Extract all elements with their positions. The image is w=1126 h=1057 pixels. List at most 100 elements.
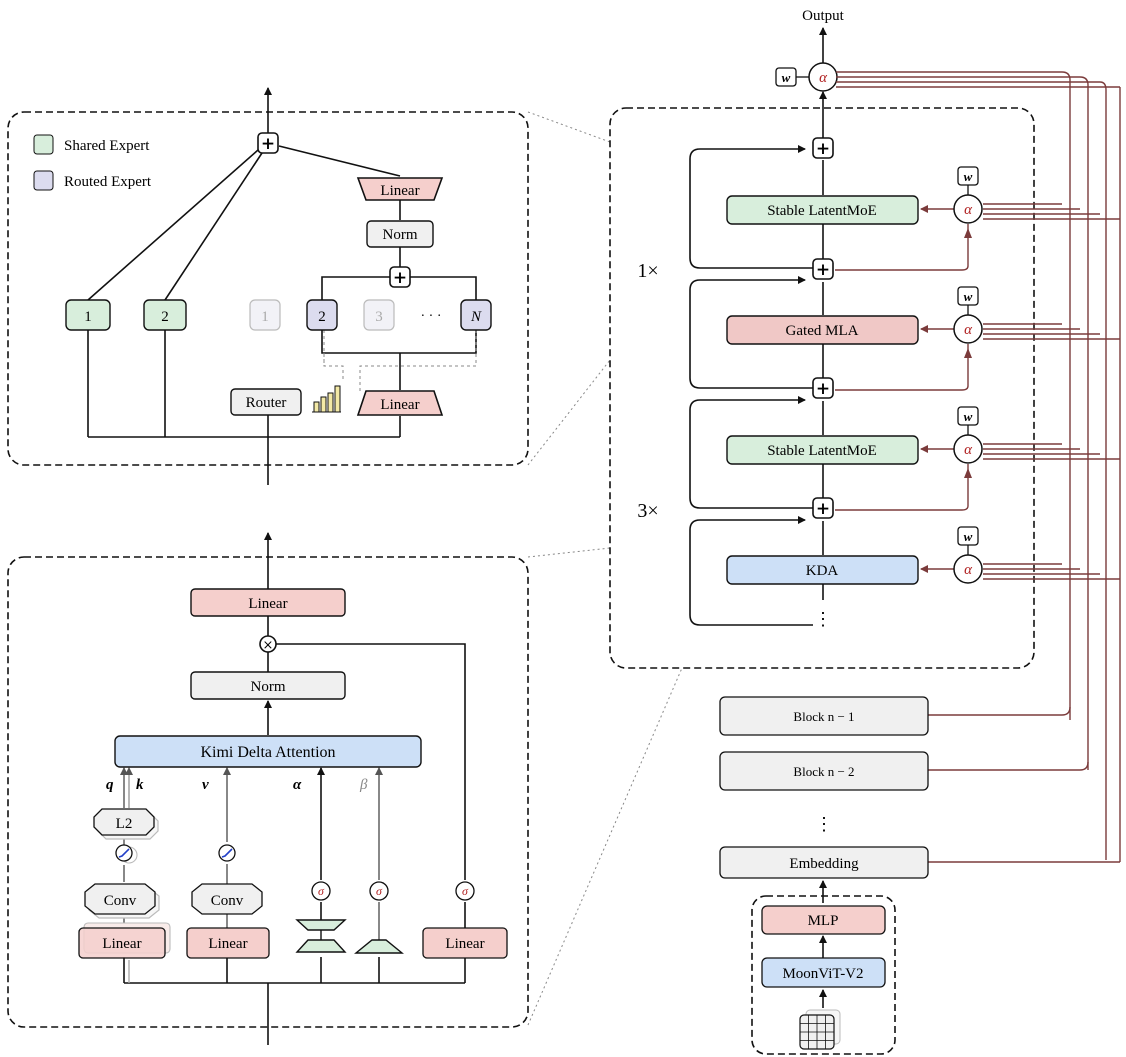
routed-ellipsis: · · ·: [421, 309, 442, 324]
output-label: Output: [802, 8, 845, 24]
stack-vdots: ⋮: [814, 609, 832, 629]
svg-text:+: +: [816, 379, 830, 399]
svg-text:w: w: [782, 70, 791, 85]
moonvit-label: MoonViT-V2: [782, 966, 863, 982]
alpha-attention-res-node: [953, 434, 983, 464]
block-n-minus-1: [719, 696, 929, 736]
kda-norm: [190, 671, 346, 700]
conv-left-label: Conv: [104, 893, 137, 909]
k-label: k: [136, 777, 144, 793]
conv-mid: [191, 883, 263, 915]
repeat-3x-label: 3×: [637, 500, 658, 522]
activation-icon: [115, 844, 133, 862]
embedding-block: [719, 846, 929, 879]
moe-linear-bottom: [356, 390, 444, 416]
kimi-delta-attention: [114, 735, 422, 768]
moe-linear-top: [356, 177, 444, 201]
routed-expert-n: [460, 299, 492, 331]
kda-panel: Linear × Norm Kimi Delta Attention q k v…: [7, 532, 529, 1045]
embedding-label: Embedding: [789, 856, 859, 872]
q-label: q: [106, 777, 114, 793]
repeat-1x-label: 1×: [637, 260, 658, 282]
alpha-down-proj: [295, 919, 347, 931]
svg-text:w: w: [964, 409, 973, 424]
routed-expert-n-label: N: [470, 309, 482, 325]
svg-text:α: α: [964, 442, 973, 458]
gated-mla-block: [726, 315, 919, 345]
svg-text:w: w: [964, 289, 973, 304]
routed-expert-1-label: 1: [261, 309, 269, 325]
legend-routed-swatch: [33, 170, 54, 191]
image-patches-icon: [799, 1009, 841, 1050]
stable-latentmoe-block-1: [726, 195, 919, 225]
stable-latentmoe-block-2: [726, 435, 919, 465]
svg-text:+: +: [816, 139, 830, 159]
kda-linear-qk: [78, 927, 166, 959]
moe-norm: [366, 220, 434, 248]
legend-routed-label: Routed Expert: [64, 174, 152, 190]
beta-label: β: [359, 777, 368, 793]
block-n-minus-2: [719, 751, 929, 791]
svg-text:α: α: [819, 70, 828, 86]
svg-text:+: +: [816, 260, 830, 280]
routed-expert-2-label: 2: [318, 309, 326, 325]
svg-text:+: +: [816, 499, 830, 519]
conv-mid-label: Conv: [211, 893, 244, 909]
kda-linear-qk-label: Linear: [102, 936, 141, 952]
moe-linear-bottom-label: Linear: [380, 397, 419, 413]
svg-text:α: α: [964, 202, 973, 218]
alpha-attention-res-node: [953, 194, 983, 224]
sigmoid-node: σ: [311, 881, 331, 901]
kimi-delta-attention-label: Kimi Delta Attention: [200, 744, 335, 761]
gated-mla-label: Gated MLA: [786, 323, 859, 339]
kda-linear-top: [190, 588, 346, 617]
mlp-label: MLP: [808, 913, 839, 929]
svg-text:×: ×: [263, 638, 274, 653]
shared-expert-2-label: 2: [161, 309, 169, 325]
svg-text:σ: σ: [318, 884, 325, 898]
v-label: v: [202, 777, 209, 793]
mlp-block: [761, 905, 886, 935]
svg-text:α: α: [964, 562, 973, 578]
blocks-vdots: ⋮: [815, 814, 833, 834]
routed-expert-1: [249, 299, 281, 331]
routed-expert-3: [363, 299, 395, 331]
moe-linear-top-label: Linear: [380, 183, 419, 199]
gate-multiply-node: [259, 635, 277, 653]
moe-routed-sum-node: [389, 266, 411, 288]
bar-chart-icon: [312, 385, 341, 413]
stable-latentmoe-1-label: Stable LatentMoE: [767, 203, 877, 219]
svg-text:σ: σ: [462, 884, 469, 898]
kda-linear-gate: [422, 927, 508, 959]
moe-panel: Shared Expert Routed Expert: [7, 87, 529, 485]
svg-text:α: α: [964, 322, 973, 338]
moonvit-block: [761, 957, 886, 988]
l2-norm-node: [93, 808, 155, 836]
kda-linear-v: [186, 927, 270, 959]
shared-expert-1-label: 1: [84, 309, 92, 325]
vision-encoder-frame: [751, 895, 896, 1055]
residual-sum-node: +: [812, 377, 834, 399]
alpha-attention-res-node: [953, 554, 983, 584]
kda-norm-label: Norm: [251, 679, 286, 695]
svg-text:+: +: [393, 268, 407, 288]
svg-text:w: w: [964, 169, 973, 184]
shared-expert-1: [65, 299, 111, 331]
routed-expert-3-label: 3: [375, 309, 383, 325]
moe-norm-label: Norm: [383, 227, 418, 243]
kda-linear-gate-label: Linear: [445, 936, 484, 952]
stack-frame: [609, 107, 1035, 669]
shared-expert-2: [143, 299, 187, 331]
sigmoid-node: σ: [369, 881, 389, 901]
router: [230, 388, 302, 416]
routed-expert-2: [306, 299, 338, 331]
activation-icon: [218, 844, 236, 862]
kda-linear-top-label: Linear: [248, 596, 287, 612]
router-label: Router: [246, 395, 287, 411]
stable-latentmoe-2-label: Stable LatentMoE: [767, 443, 877, 459]
conv-left: [84, 883, 156, 915]
beta-proj: [354, 939, 404, 954]
legend-shared-label: Shared Expert: [64, 138, 150, 154]
residual-sum-node: +: [812, 258, 834, 280]
